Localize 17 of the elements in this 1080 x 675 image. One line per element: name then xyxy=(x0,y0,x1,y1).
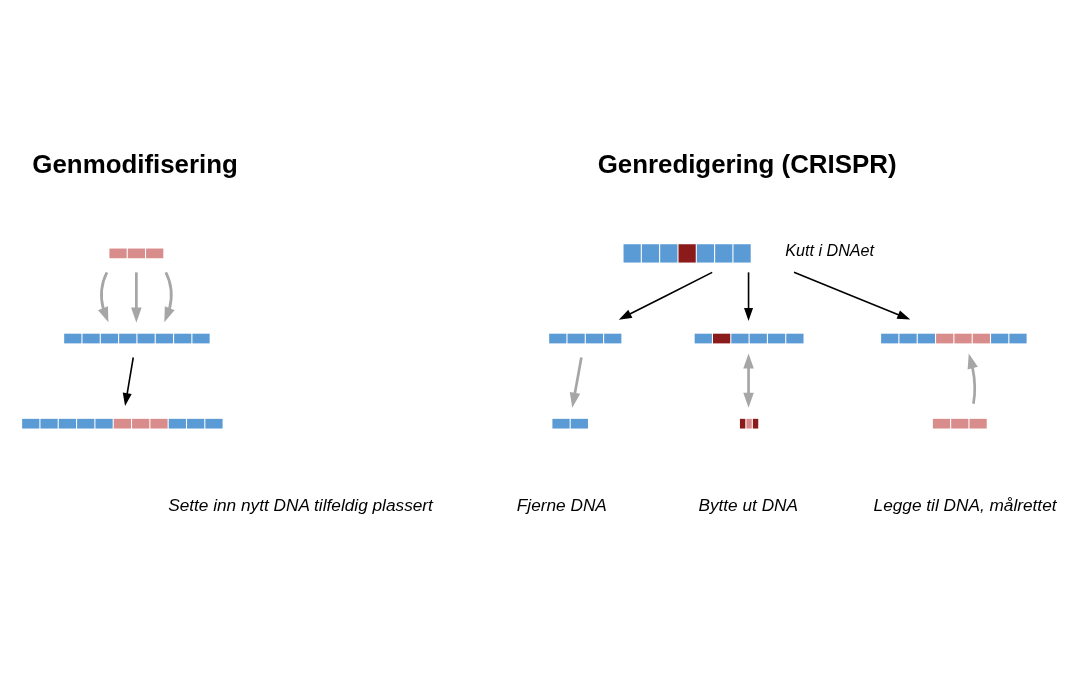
arrow xyxy=(569,356,583,408)
label: Sette inn nytt DNA tilfeldig plassert xyxy=(168,494,433,515)
arrow xyxy=(743,352,754,408)
arrow xyxy=(618,271,713,320)
arrow xyxy=(793,271,911,319)
arrow xyxy=(164,271,175,322)
arrow xyxy=(131,271,142,323)
label: Genmodifisering xyxy=(32,149,238,178)
label: Fjerne DNA xyxy=(516,494,607,515)
arrow xyxy=(98,271,109,322)
label: Bytte ut DNA xyxy=(698,494,799,515)
label: Legge til DNA, målrettet xyxy=(873,494,1057,515)
arrow xyxy=(744,271,754,321)
label: Genredigering (CRISPR) xyxy=(597,149,897,178)
arrow xyxy=(967,353,978,404)
arrow xyxy=(122,356,135,406)
node-label: Kutt i DNAet xyxy=(785,240,875,259)
